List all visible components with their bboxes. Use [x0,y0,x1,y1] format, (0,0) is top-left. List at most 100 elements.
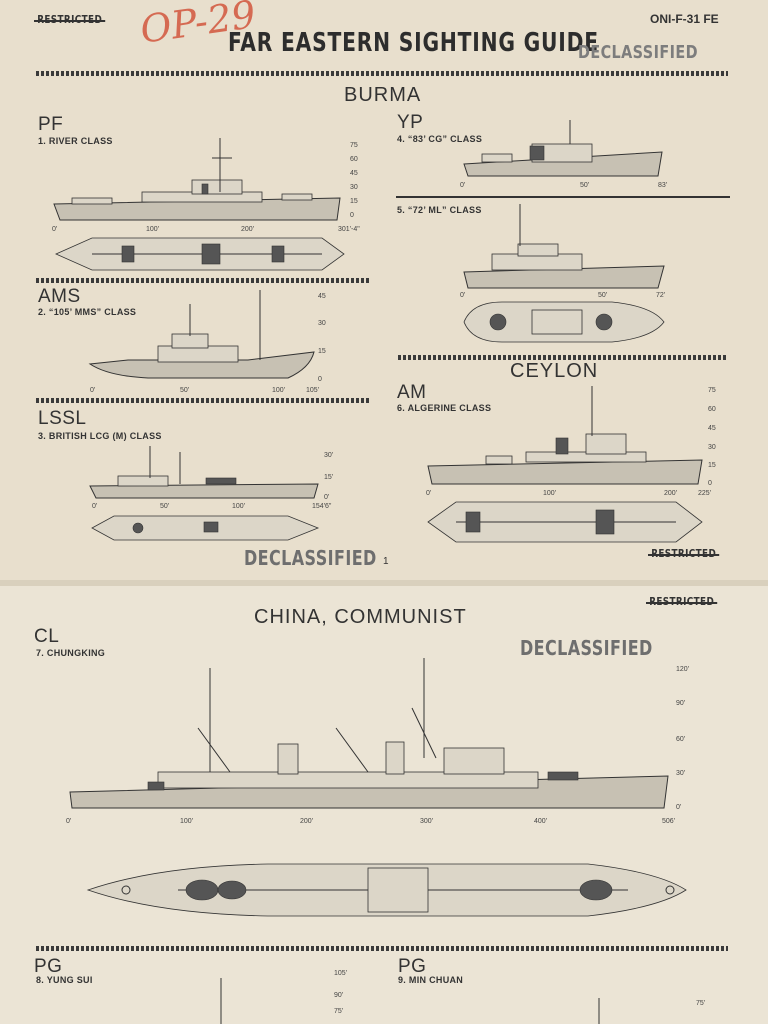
am-scale-0: 0' [426,490,432,497]
yp83-scale-50: 50' [580,182,590,189]
pf-height-30: 30 [350,184,358,191]
ship-class-83-cg: 4. “83’ CG” CLASS [397,134,483,144]
pg8-height-105: 105' [334,970,348,977]
restricted-stamp: RESTRICTED [34,12,106,27]
lssl-height-0: 0' [324,494,330,501]
pf-scale-200: 200' [241,226,255,233]
section-divider [36,946,728,951]
chungking-drawings [69,658,687,917]
section-divider [398,355,728,360]
pg9-height-75: 75' [696,1000,706,1007]
section-divider [36,398,370,403]
ams-height-15: 15 [318,348,326,355]
header-divider [36,71,728,76]
cl-height-120: 120' [676,666,690,673]
ship-type-yp: YP [397,112,424,133]
cl-scale-end: 506' [662,818,676,825]
pf-height-0: 0 [350,212,354,219]
ship-class-chungking: 7. CHUNGKING [36,648,106,658]
yp83-scale-0: 0' [460,182,466,189]
section-heading-china-communist: CHINA, COMMUNIST [254,606,467,628]
ams-height-30: 30 [318,320,326,327]
am-height-60: 60 [708,406,716,413]
declassified-stamp-footer: DECLASSIFIED [244,546,377,570]
pf-scale-100: 100' [146,226,160,233]
river-class-profile-drawing [53,138,345,271]
ams-scale-end: 105' [306,387,320,394]
ams-height-45: 45 [318,293,326,300]
section-rule [396,196,730,198]
cl-height-90: 90' [676,700,686,707]
section-heading-burma: BURMA [344,84,422,106]
am-scale-end: 225' [698,490,712,497]
ship-class-yung-sui: 8. YUNG SUI [36,975,93,985]
72-ml-drawings [463,204,665,343]
ship-type-pf: PF [38,114,64,135]
pf-scale-0: 0' [52,226,58,233]
ship-type-am: AM [397,382,427,403]
am-height-0: 0 [708,480,712,487]
am-scale-100: 100' [543,490,557,497]
pf-height-60: 60 [350,156,358,163]
cl-height-60: 60' [676,736,686,743]
am-height-45: 45 [708,425,716,432]
ship-class-river: 1. RIVER CLASS [38,136,113,146]
am-height-15: 15 [708,462,716,469]
guide-page-1: RESTRICTED OP-29 FAR EASTERN SIGHTING GU… [0,0,768,580]
ams-scale-0: 0' [90,387,96,394]
ship-class-lcg-m: 3. BRITISH LCG (M) CLASS [38,431,162,441]
ship-class-algerine: 6. ALGERINE CLASS [397,403,492,413]
cl-height-30: 30' [676,770,686,777]
am-height-75: 75 [708,387,716,394]
ams-scale-50: 50' [180,387,190,394]
yp72-scale-50: 50' [598,292,608,299]
lssl-height-15: 15' [324,474,334,481]
pf-height-15: 15 [350,198,358,205]
lssl-scale-100: 100' [232,503,246,510]
pf-height-45: 45 [350,170,358,177]
lssl-scale-end: 154'6" [312,503,332,510]
declassified-stamp: DECLASSIFIED [520,636,653,660]
ship-type-cl: CL [34,626,60,647]
am-scale-200: 200' [664,490,678,497]
ship-type-pg: PG [398,956,427,977]
cl-scale-0: 0' [66,818,72,825]
pg8-height-90: 90' [334,992,344,999]
cl-height-0: 0' [676,804,682,811]
yung-sui-mast-drawing [220,978,222,1024]
ship-class-105-mms: 2. “105’ MMS” CLASS [38,307,137,317]
ship-class-72-ml: 5. “72’ ML” CLASS [397,205,482,215]
cl-scale-300: 300' [420,818,434,825]
pg8-height-75: 75' [334,1008,344,1015]
cl-scale-400: 400' [534,818,548,825]
document-id: ONI-F-31 FE [650,12,719,26]
declassified-stamp: DECLASSIFIED [578,42,698,63]
pf-height-75: 75 [350,142,358,149]
ship-type-pg: PG [34,956,63,977]
guide-page-2: RESTRICTED CHINA, COMMUNIST DECLASSIFIED… [0,586,768,1024]
restricted-stamp-footer: RESTRICTED [648,546,720,561]
cl-scale-100: 100' [180,818,194,825]
ams-scale-100: 100' [272,387,286,394]
yp72-scale-0: 0' [460,292,466,299]
page-title: FAR EASTERN SIGHTING GUIDE [228,28,599,58]
ship-type-ams: AMS [38,286,81,307]
yp72-scale-end: 72' [656,292,666,299]
min-chuan-mast-drawing [598,998,600,1024]
cl-scale-200: 200' [300,818,314,825]
am-height-30: 30 [708,444,716,451]
ship-type-lssl: LSSL [38,408,87,429]
page-number: 1 [383,556,389,567]
83-cg-profile-drawing [463,120,663,177]
ship-class-min-chuan: 9. MIN CHUAN [398,975,464,985]
lssl-scale-0: 0' [92,503,98,510]
pf-scale-end: 301'-4" [338,226,360,233]
mms-class-profile-drawing [88,290,315,379]
yp83-scale-end: 83' [658,182,668,189]
section-divider [36,278,370,283]
lssl-scale-50: 50' [160,503,170,510]
lcg-class-drawings [89,446,320,541]
lssl-height-30: 30' [324,452,334,459]
algerine-class-drawings [427,386,703,543]
ams-height-0: 0 [318,376,322,383]
